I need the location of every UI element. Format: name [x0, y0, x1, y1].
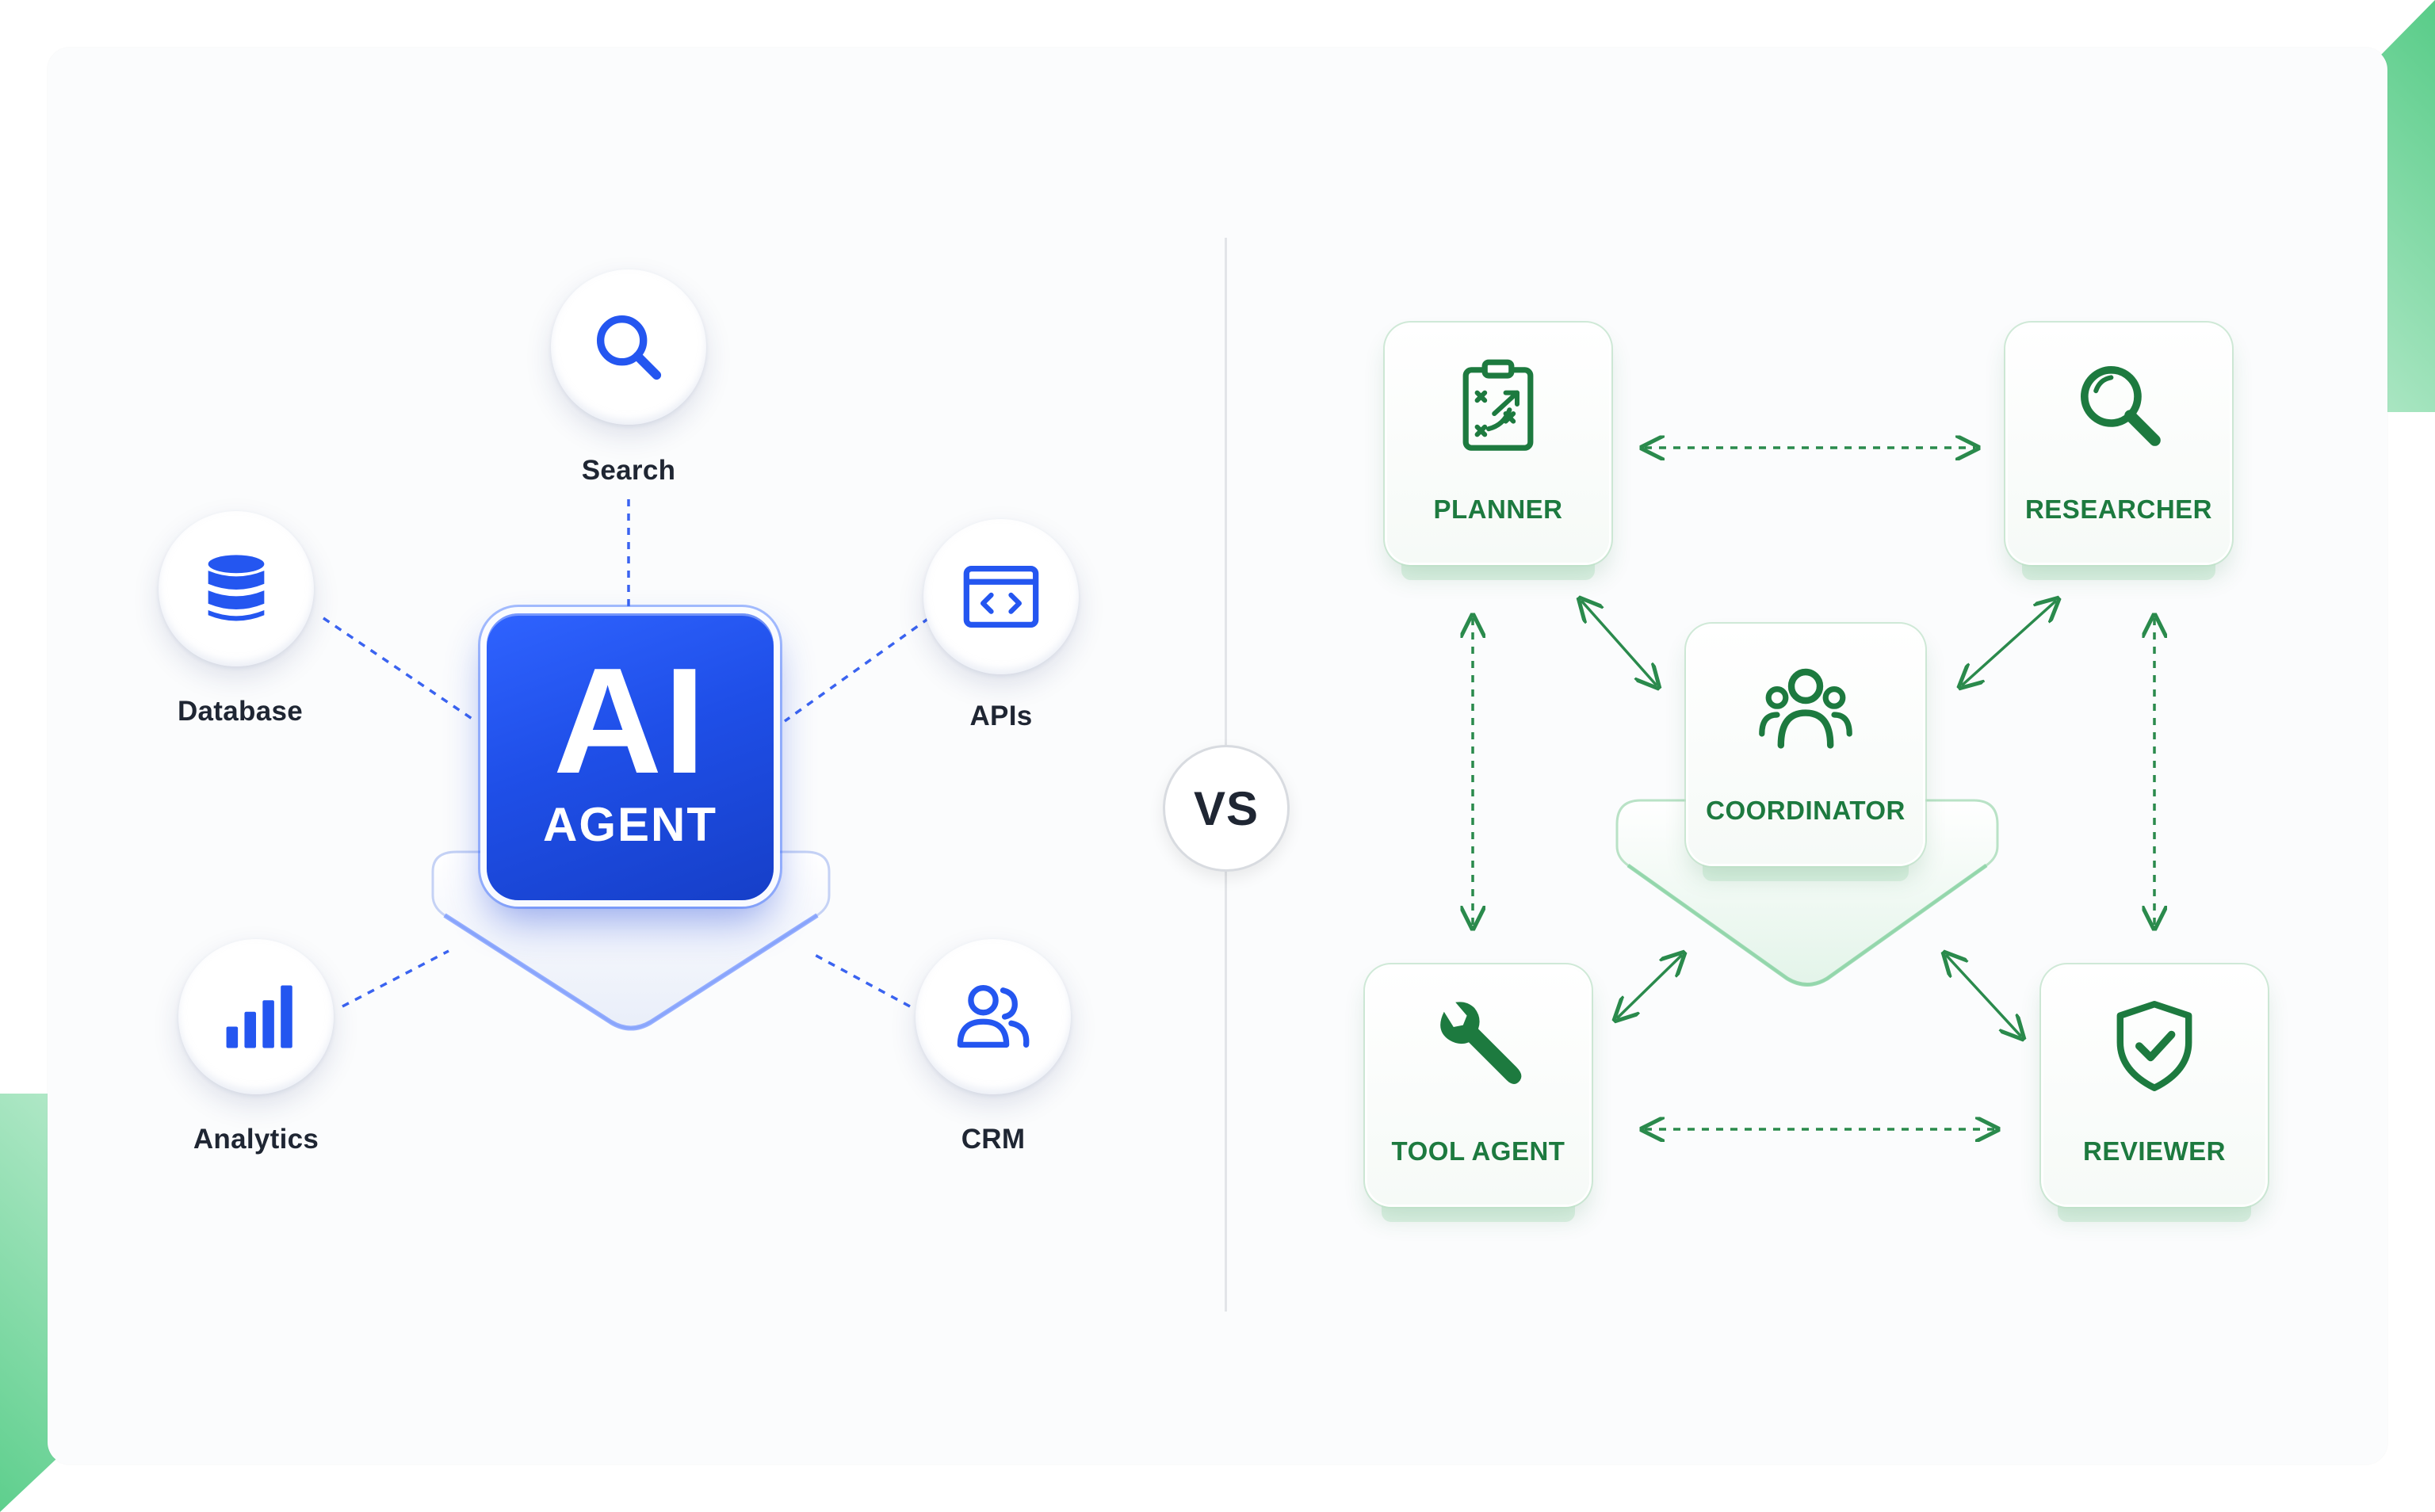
vs-text: VS	[1193, 781, 1260, 835]
tool-node-crm	[916, 939, 1071, 1094]
connector-apis	[783, 617, 931, 723]
connector-crm	[814, 953, 911, 1008]
tool-label-database: Database	[177, 696, 304, 727]
vs-badge: VS	[1163, 745, 1290, 872]
clipboard-strategy-icon	[1462, 359, 1534, 451]
agent-label-tool-agent: TOOL AGENT	[1391, 1136, 1565, 1166]
arrow-researcher-coordinator	[1962, 601, 2056, 685]
database-icon	[208, 555, 265, 621]
ai-agent-title: AI	[553, 637, 707, 805]
shield-check-icon	[2116, 1001, 2192, 1091]
connector-analytics	[342, 949, 449, 1008]
agent-card-planner: PLANNER	[1387, 325, 1609, 563]
agent-card-researcher: RESEARCHER	[2008, 325, 2230, 563]
agent-card-reviewer: REVIEWER	[2043, 967, 2265, 1205]
ai-agent-subtitle: AGENT	[543, 798, 717, 851]
agent-label-reviewer: REVIEWER	[2082, 1136, 2227, 1166]
tool-node-search	[551, 269, 706, 425]
bar-chart-icon	[226, 985, 292, 1048]
tool-label-analytics: Analytics	[193, 1124, 319, 1155]
agent-label-coordinator: COORDINATOR	[1706, 796, 1906, 825]
arrow-toolagent-coordinator	[1617, 955, 1682, 1018]
tool-label-crm: CRM	[961, 1124, 1026, 1155]
agent-card-coordinator: COORDINATOR	[1688, 626, 1923, 864]
arrow-reviewer-coordinator	[1946, 955, 2021, 1037]
tool-node-database	[159, 511, 314, 666]
team-icon	[1759, 668, 1852, 749]
search-icon	[596, 315, 662, 380]
wrench-icon	[1440, 1002, 1522, 1084]
ai-agent-core: AI AGENT	[487, 613, 774, 900]
users-icon	[957, 984, 1030, 1048]
tool-label-search: Search	[581, 455, 676, 486]
code-window-icon	[963, 566, 1039, 628]
tool-node-analytics	[178, 939, 334, 1094]
magnifier-icon	[2081, 366, 2161, 446]
arrow-planner-coordinator	[1581, 601, 1657, 685]
agent-label-researcher: RESEARCHER	[2024, 494, 2213, 524]
tool-label-apis: APIs	[969, 701, 1033, 731]
agent-label-planner: PLANNER	[1433, 494, 1563, 524]
tool-node-apis	[923, 519, 1079, 674]
connector-database	[323, 617, 476, 723]
agent-card-tool-agent: TOOL AGENT	[1367, 967, 1589, 1205]
